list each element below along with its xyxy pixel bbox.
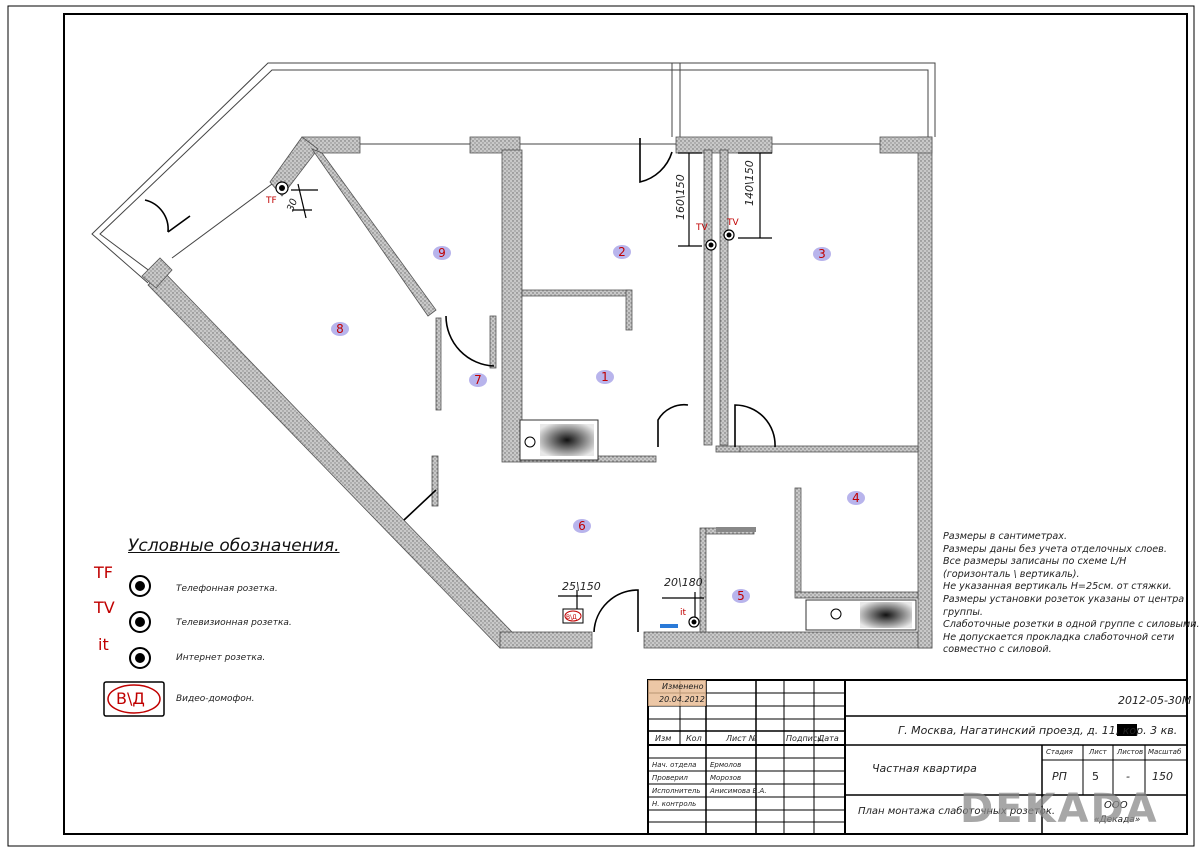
dim-label-tv2: 140\150 <box>743 160 756 206</box>
apartment-walls <box>141 136 933 649</box>
room-number-5: 5 <box>737 589 745 603</box>
legend-code-tv: TV <box>94 598 115 617</box>
redacted-apartment-number <box>1117 724 1137 736</box>
room-badge-8 <box>331 322 349 336</box>
room-number-7: 7 <box>474 373 482 387</box>
note-line: Не указанная вертикаль H=25см. от стяжки… <box>943 581 1172 593</box>
socket-tv-1 <box>705 239 717 251</box>
note-line: Размеры даны без учета отделочных слоев. <box>943 543 1167 555</box>
socket-code-tv-1: TV <box>695 223 708 233</box>
dim-label-tv1: 160\150 <box>674 174 687 220</box>
socket-it <box>688 616 700 628</box>
dim-label-tf: 30 <box>285 197 300 213</box>
note-line: Не допускается прокладка слаботочной сет… <box>943 631 1175 643</box>
water-pipe <box>660 624 678 628</box>
note-line: совместно с силовой. <box>943 644 1052 656</box>
kitchen-sink-2 <box>805 599 917 631</box>
socket-code-tf: TF <box>265 196 277 206</box>
legend-intercom-symbol <box>103 681 165 717</box>
col-header-list: Лист № <box>726 734 758 743</box>
role-3: Исполнитель <box>652 787 701 795</box>
room-number-6: 6 <box>578 519 586 533</box>
sheet-title: План монтажа слаботочных розеток. <box>858 806 1056 817</box>
bath-fixture <box>716 527 756 532</box>
room-badge-9 <box>433 246 451 260</box>
room-badge-4 <box>847 491 865 505</box>
col-header-izm: Изм <box>655 734 672 743</box>
intercom-marker <box>562 608 584 624</box>
changed-date: 20.04.2012 <box>659 695 705 704</box>
doc-code: 2012-05-30М <box>1118 694 1192 707</box>
note-line: (горизонталь \ вертикаль). <box>943 568 1080 580</box>
legend-label-it: Интернет розетка. <box>176 653 266 663</box>
company-watermark-logo: DEKADA <box>960 786 1159 832</box>
room-number-1: 1 <box>601 370 609 384</box>
windows <box>171 143 880 259</box>
balcony-outline <box>91 62 936 284</box>
note-line: группы. <box>943 606 983 618</box>
object-name: Частная квартира <box>872 762 977 775</box>
room-badge-6 <box>573 519 591 533</box>
room-number-4: 4 <box>852 491 860 505</box>
scale-value: 150 <box>1152 770 1173 783</box>
room-number-8: 8 <box>336 322 344 336</box>
note-line: Слаботочные розетки в одной группе с сил… <box>943 619 1200 631</box>
stage-header: Стадия <box>1046 748 1073 756</box>
room-badges <box>331 245 865 603</box>
changed-label: Изменено <box>662 682 704 691</box>
notes-block: Размеры в сантиметрах. Размеры даны без … <box>943 531 1200 657</box>
company-line1: ООО <box>1104 800 1128 811</box>
sheet-outer-border <box>7 5 1195 847</box>
room-badge-5 <box>732 589 750 603</box>
socket-tf <box>275 181 289 195</box>
note-line: Размеры установки розеток указаны от цен… <box>943 593 1185 605</box>
role-1: Нач. отдела <box>652 761 697 769</box>
sheets-value: - <box>1126 770 1130 783</box>
socket-code-it: it <box>680 608 687 618</box>
title-block-grid <box>647 679 1188 835</box>
sheet-frame <box>63 13 1188 835</box>
legend-title: Условные обозначения. <box>128 536 340 556</box>
name-3: Анисимова В.А. <box>710 787 767 795</box>
room-badge-1 <box>596 370 614 384</box>
legend-label-tf: Телефонная розетка. <box>176 584 278 594</box>
kitchen-sink-1 <box>519 419 599 461</box>
role-4: Н. контроль <box>652 800 697 808</box>
sheet-header: Лист <box>1089 748 1107 756</box>
sheet-value: 5 <box>1092 770 1099 783</box>
name-2: Морозов <box>710 774 742 782</box>
legend-label-intercom: Видео-домофон. <box>176 694 255 704</box>
socket-tv-2 <box>723 229 735 241</box>
legend-code-intercom: В\Д <box>116 689 145 708</box>
company-line2: «Декада» <box>1094 815 1141 825</box>
role-2: Проверил <box>652 774 688 782</box>
dim-label-it: 20\180 <box>664 576 703 589</box>
socket-code-tv-2: TV <box>726 218 739 228</box>
changed-stamp-bg <box>648 680 706 706</box>
name-1: Ермолов <box>710 761 742 769</box>
room-badge-7 <box>469 373 487 387</box>
intercom-code-plan: В\Д <box>566 614 577 621</box>
stage-value: РП <box>1052 770 1067 783</box>
col-header-kol: Кол <box>686 734 702 743</box>
note-line: Размеры в сантиметрах. <box>943 531 1067 542</box>
col-header-podpis: Подпись <box>786 734 822 743</box>
room-badge-3 <box>813 247 831 261</box>
dim-label-intercom: 25\150 <box>562 580 601 593</box>
note-line: Все размеры записаны по схеме L/H <box>943 556 1127 568</box>
room-number-3: 3 <box>818 247 826 261</box>
legend-symbols <box>103 575 165 717</box>
scale-header: Масштаб <box>1148 748 1182 756</box>
legend-label-tv: Телевизионная розетка. <box>176 618 292 628</box>
col-header-data: Дата <box>818 734 839 743</box>
sheets-header: Листов <box>1117 748 1144 756</box>
room-number-9: 9 <box>438 246 446 260</box>
room-number-2: 2 <box>618 245 626 259</box>
legend-code-tf: TF <box>94 563 113 582</box>
address: Г. Москва, Нагатинский проезд, д. 11, ко… <box>898 724 1178 737</box>
door-swings <box>144 138 776 633</box>
room-badge-2 <box>613 245 631 259</box>
legend-code-it: it <box>98 635 109 654</box>
